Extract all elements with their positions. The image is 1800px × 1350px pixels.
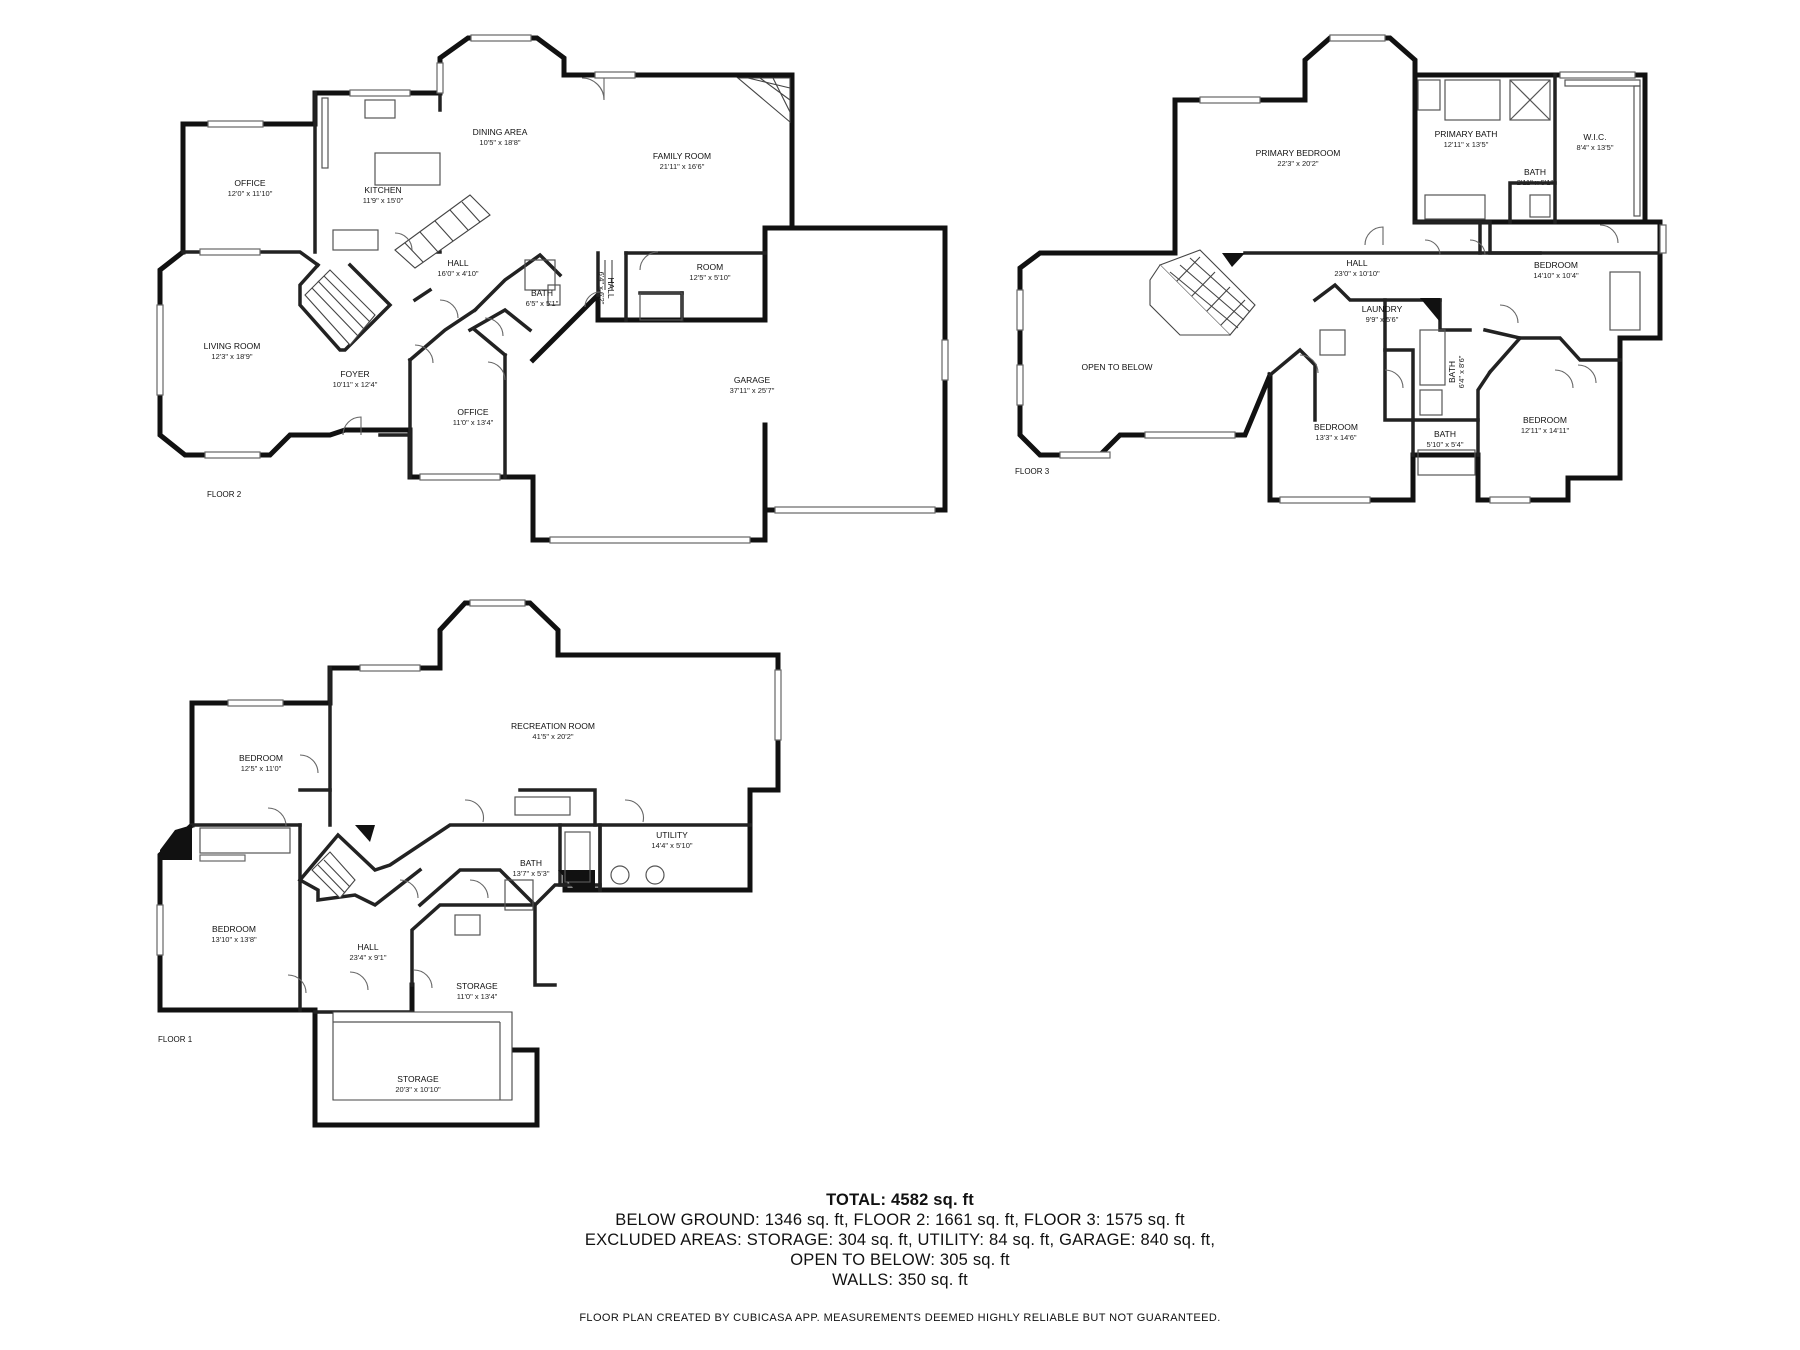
room-dimensions: 20'3" x 10'10" [395, 1085, 441, 1094]
room-dimensions: 2'11" x 5'1" [1517, 178, 1554, 187]
room-name: GARAGE [734, 375, 771, 385]
room-dimensions: 23'4" x 9'1" [350, 953, 387, 962]
room-name: OFFICE [457, 407, 488, 417]
room-name: BEDROOM [1523, 415, 1567, 425]
room-name: ROOM [697, 262, 723, 272]
floor-2-plan: OFFICE 12'0" x 11'10" KITCHEN 11'9" x 15… [156, 34, 949, 544]
floor-label: FLOOR 3 [1015, 467, 1050, 476]
room-name: RECREATION ROOM [511, 721, 595, 731]
room-dimensions: 12'3" x 18'9" [211, 352, 252, 361]
room-dimensions: 9'9" x 5'6" [1366, 315, 1399, 324]
room-dimensions: 11'0" x 13'4" [453, 418, 494, 427]
room-name: UTILITY [656, 830, 688, 840]
room-dimensions: 10'11" x 12'4" [333, 380, 378, 389]
room-name: HALL [606, 277, 616, 299]
room-dimensions: 41'5" x 20'2" [532, 732, 573, 741]
room-name: HALL [1346, 258, 1368, 268]
room-name: BATH [1447, 361, 1457, 383]
room-name: STORAGE [397, 1074, 439, 1084]
room-dimensions: 10'5" x 18'8" [479, 138, 520, 147]
room-name: BEDROOM [239, 753, 283, 763]
floor-areas: BELOW GROUND: 1346 sq. ft, FLOOR 2: 1661… [615, 1211, 1185, 1229]
room-dimensions: 6'5" x 5'1" [526, 299, 559, 308]
room-dimensions: 12'11" x 13'5" [1444, 140, 1489, 149]
room-name: HALL [357, 942, 379, 952]
room-name: STORAGE [456, 981, 498, 991]
room-dimensions: 12'0" x 11'10" [228, 189, 273, 198]
room-name: BATH [1434, 429, 1456, 439]
room-dimensions: 11'0" x 13'4" [457, 992, 498, 1001]
room-name: FAMILY ROOM [653, 151, 711, 161]
room-name: BEDROOM [1534, 260, 1578, 270]
room-name: BATH [1524, 167, 1546, 177]
room-dimensions: 22'3" x 20'2" [1277, 159, 1318, 168]
room-name: LIVING ROOM [204, 341, 261, 351]
room-name: W.I.C. [1583, 132, 1606, 142]
room-name: BATH [520, 858, 542, 868]
room-dimensions: 13'3" x 14'6" [1315, 433, 1356, 442]
room-dimensions: 6'4" x 8'6" [1457, 355, 1466, 388]
disclaimer: FLOOR PLAN CREATED BY CUBICASA APP. MEAS… [579, 1312, 1221, 1324]
area-summary: TOTAL: 4582 sq. ft BELOW GROUND: 1346 sq… [0, 1190, 1800, 1290]
room-dimensions: 12'11" x 14'11" [1521, 426, 1570, 435]
room-name: DINING AREA [473, 127, 528, 137]
room-dimensions: 11'9" x 15'0" [363, 196, 404, 205]
room-dimensions: 14'4" x 5'10" [651, 841, 692, 850]
room-dimensions: 12'5" x 11'0" [241, 764, 282, 773]
floor-label: FLOOR 2 [207, 490, 242, 499]
floor-3-plan: PRIMARY BEDROOM 22'3" x 20'2" PRIMARY BA… [1015, 34, 1667, 504]
floor-label: FLOOR 1 [158, 1035, 193, 1044]
room-dimensions: 14'10" x 10'4" [1533, 271, 1579, 280]
room-dimensions: 6'4" x 6'2" [597, 272, 606, 305]
room-dimensions: 12'5" x 5'10" [689, 273, 730, 282]
floor-1-plan: BEDROOM 12'5" x 11'0" RECREATION ROOM 41… [156, 599, 782, 1128]
room-name: HALL [447, 258, 469, 268]
room-name: LAUNDRY [1362, 304, 1403, 314]
room-dimensions: 13'10" x 13'8" [211, 935, 257, 944]
room-dimensions: 16'0" x 4'10" [437, 269, 478, 278]
room-dimensions: 13'7" x 5'3" [513, 869, 550, 878]
room-dimensions: 37'11" x 25'7" [730, 386, 775, 395]
room-dimensions: 8'4" x 13'5" [1577, 143, 1614, 152]
room-name: OPEN TO BELOW [1081, 362, 1152, 372]
room-dimensions: 23'0" x 10'10" [1334, 269, 1380, 278]
walls-area: WALLS: 350 sq. ft [832, 1271, 968, 1289]
room-name: BEDROOM [1314, 422, 1358, 432]
open-to-below-area: OPEN TO BELOW: 305 sq. ft [790, 1251, 1010, 1269]
room-name: BEDROOM [212, 924, 256, 934]
room-name: FOYER [340, 369, 369, 379]
room-dimensions: 21'11" x 16'6" [660, 162, 705, 171]
room-name: OFFICE [234, 178, 265, 188]
total-area: TOTAL: 4582 sq. ft [826, 1191, 974, 1209]
excluded-areas: EXCLUDED AREAS: STORAGE: 304 sq. ft, UTI… [584, 1231, 1216, 1249]
room-name: BATH [531, 288, 553, 298]
room-name: PRIMARY BEDROOM [1256, 148, 1341, 158]
room-dimensions: 5'10" x 5'4" [1427, 440, 1464, 449]
room-name: KITCHEN [364, 185, 401, 195]
room-name: PRIMARY BATH [1435, 129, 1498, 139]
